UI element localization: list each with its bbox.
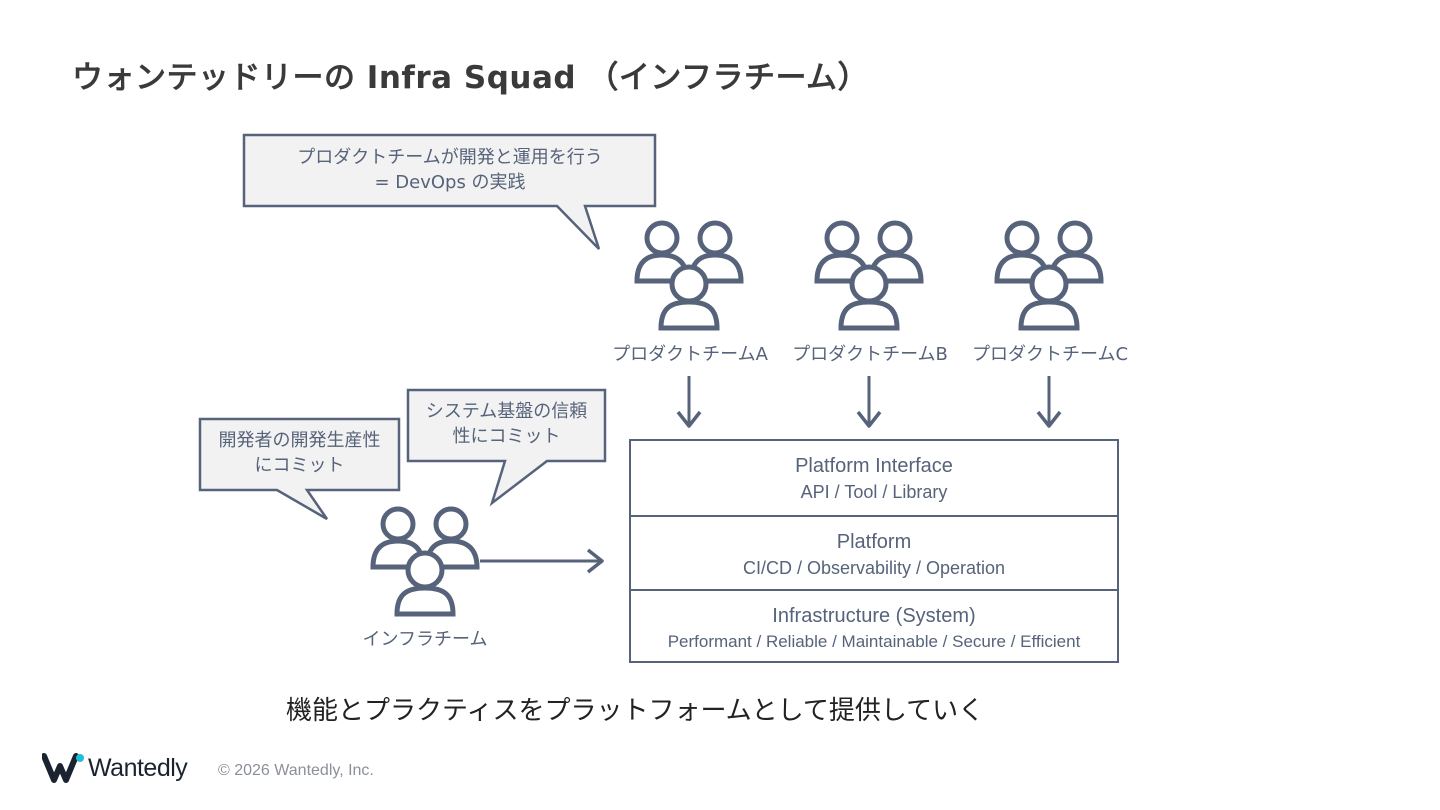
- group-people-icon: [370, 506, 480, 617]
- product-team-a: [633, 218, 745, 332]
- arrow-down-c: [1036, 376, 1062, 428]
- devops-bubble-line1: プロダクトチームが開発と運用を行う: [297, 147, 603, 168]
- tagline: 機能とプラクティスをプラットフォームとして提供していく: [286, 696, 985, 726]
- page-title: ウォンテッドリーの Infra Squad （インフラチーム）: [72, 60, 870, 96]
- layer-subtitle: API / Tool / Library: [800, 482, 948, 502]
- reliability-bubble-line2: 性にコミット: [452, 426, 561, 447]
- speech-bubble-shape: [242, 133, 657, 250]
- speech-bubble-shape: [406, 388, 607, 507]
- layer-title: Infrastructure (System): [772, 605, 976, 627]
- speech-bubble-shape: [198, 417, 401, 521]
- arrow-right-infra: [480, 548, 604, 574]
- productivity-bubble-line2: にコミット: [254, 455, 345, 476]
- group-people-icon: [634, 220, 744, 331]
- product-team-c-label: プロダクトチームC: [971, 344, 1129, 365]
- layer-subtitle: CI/CD / Observability / Operation: [742, 558, 1006, 578]
- infra-team-label: インフラチーム: [362, 629, 488, 650]
- product-team-b: [813, 218, 925, 332]
- layer-subtitle: Performant / Reliable / Maintainable / S…: [667, 632, 1081, 651]
- group-people-icon: [994, 220, 1104, 331]
- devops-bubble-line2: = DevOps の実践: [374, 172, 526, 193]
- platform-stack: Platform Interface API / Tool / Library …: [629, 439, 1119, 663]
- infra-team: [369, 504, 481, 618]
- footer-copyright: © 2026 Wantedly, Inc.: [218, 762, 374, 779]
- productivity-bubble-line1: 開発者の開発生産性: [218, 430, 381, 451]
- product-team-a-label: プロダクトチームA: [612, 344, 768, 365]
- product-team-c: [993, 218, 1105, 332]
- layer-platform: Platform CI/CD / Observability / Operati…: [631, 515, 1117, 589]
- group-people-icon: [814, 220, 924, 331]
- footer-brand: Wantedly: [88, 754, 188, 782]
- productivity-speech-bubble: 開発者の開発生産性 にコミット: [198, 417, 402, 522]
- wantedly-logo-icon: [42, 753, 84, 783]
- layer-infrastructure: Infrastructure (System) Performant / Rel…: [631, 589, 1117, 663]
- reliability-speech-bubble: システム基盤の信頼 性にコミット: [406, 388, 608, 507]
- layer-title: Platform: [836, 531, 912, 553]
- devops-speech-bubble: プロダクトチームが開発と運用を行う = DevOps の実践: [242, 133, 657, 252]
- reliability-bubble-line1: システム基盤の信頼: [425, 401, 588, 422]
- arrow-down-b: [856, 376, 882, 428]
- arrow-down-a: [676, 376, 702, 428]
- layer-title: Platform Interface: [795, 455, 953, 477]
- layer-platform-interface: Platform Interface API / Tool / Library: [631, 441, 1117, 515]
- product-team-b-label: プロダクトチームB: [792, 344, 948, 365]
